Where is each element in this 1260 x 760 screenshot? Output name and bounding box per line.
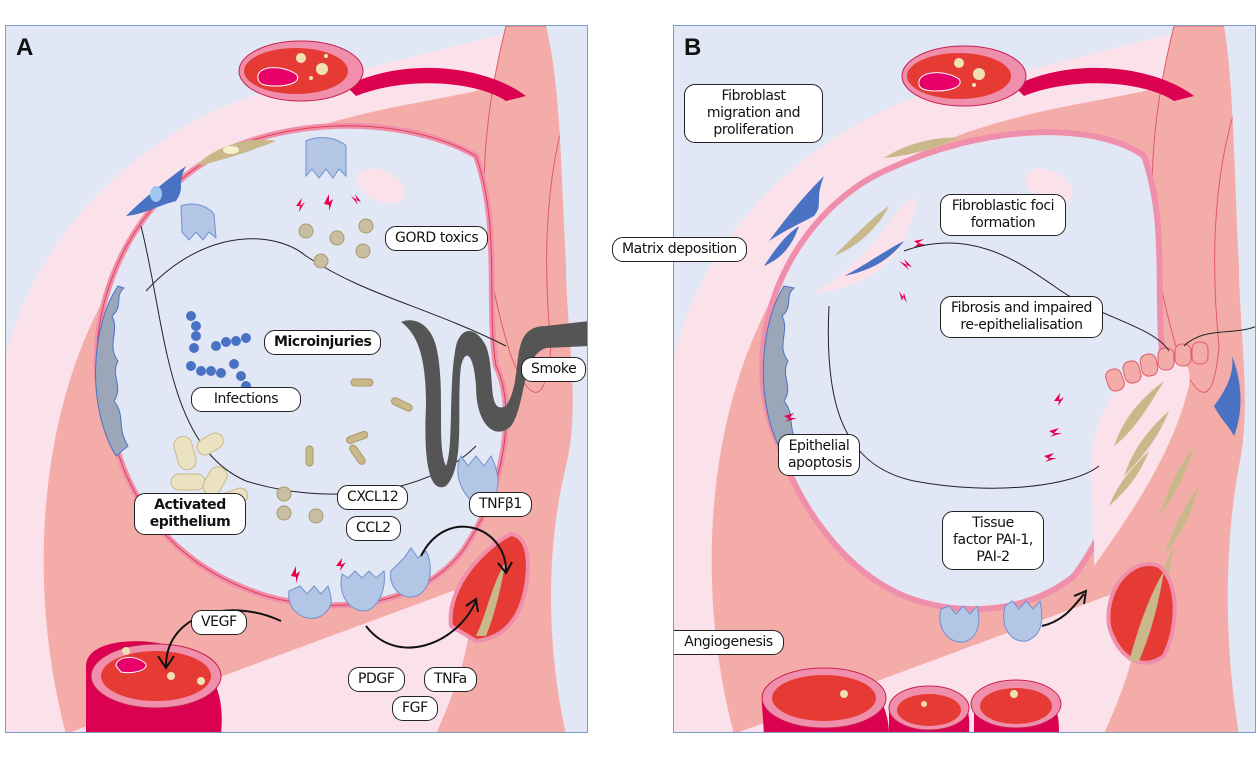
panel-a: A GORD toxics Microinjuries Smoke Infect… xyxy=(5,25,588,733)
label-cxcl12: CXCL12 xyxy=(337,485,409,510)
panel-letter-b: B xyxy=(684,34,702,61)
label-fgf: FGF xyxy=(392,696,438,721)
label-tissue-factor: Tissue factor PAI-1, PAI-2 xyxy=(942,511,1044,570)
angiogenesis-vessels xyxy=(761,667,1062,732)
label-fibroblast-migration: Fibroblast migration and proliferation xyxy=(684,84,823,143)
label-microinjuries: Microinjuries xyxy=(264,330,382,355)
toxic-particles xyxy=(276,218,374,524)
myofibroblast xyxy=(764,226,799,266)
septum-line xyxy=(1183,326,1255,347)
capillary-right xyxy=(448,531,530,644)
myofibroblast xyxy=(769,176,824,241)
fibroblast xyxy=(884,137,959,158)
label-epithelial-apoptosis: Epithelial apoptosis xyxy=(778,434,860,476)
epithelial-cells xyxy=(939,599,1043,643)
septum-line xyxy=(145,238,507,347)
label-gord-toxics: GORD toxics xyxy=(385,226,489,251)
panel-letter-a: A xyxy=(16,34,34,61)
injury-sparks xyxy=(291,194,361,583)
denuded-membrane xyxy=(762,285,800,457)
alveolar-space xyxy=(759,129,1168,613)
label-smoke: Smoke xyxy=(521,357,587,382)
septum-line xyxy=(140,225,477,495)
panel-b-illustration xyxy=(674,26,1255,732)
signal-arrow xyxy=(1041,593,1085,627)
label-ccl2: CCL2 xyxy=(346,516,401,541)
fibroblast-in-vessel xyxy=(476,561,506,636)
myofibroblast xyxy=(1214,356,1241,436)
panel-b: B Fibroblast migration and proliferation… xyxy=(673,25,1256,733)
hyperplastic-epithelium xyxy=(1105,341,1209,392)
label-activated-epithelium: Activated epithelium xyxy=(134,493,246,535)
label-vegf: VEGF xyxy=(191,610,247,635)
vessel-top xyxy=(1014,67,1194,101)
fibroblastic-focus xyxy=(814,198,917,294)
septum-line xyxy=(903,242,1170,352)
denuded-membrane xyxy=(95,285,129,457)
rod-bacteria xyxy=(305,378,413,467)
septum-line xyxy=(827,305,1100,489)
panel-a-illustration xyxy=(6,26,587,732)
label-fibrosis: Fibrosis and impaired re-epithelialisati… xyxy=(940,296,1103,338)
smoke-plume xyxy=(401,320,587,488)
label-tnfb1: TNFβ1 xyxy=(469,492,532,517)
label-infections: Infections xyxy=(191,387,301,412)
label-tnfa: TNFa xyxy=(424,667,477,692)
erythrocyte xyxy=(257,67,299,87)
right-alveolus xyxy=(1224,26,1255,732)
label-fibroblastic-foci: Fibroblastic foci formation xyxy=(940,194,1066,236)
label-angiogenesis: Angiogenesis xyxy=(674,630,784,655)
label-pdgf: PDGF xyxy=(348,667,405,692)
erythrocyte xyxy=(918,72,961,92)
vessel-top xyxy=(346,67,526,101)
label-matrix-deposition: Matrix deposition xyxy=(612,237,747,262)
right-alveolus xyxy=(546,26,587,732)
